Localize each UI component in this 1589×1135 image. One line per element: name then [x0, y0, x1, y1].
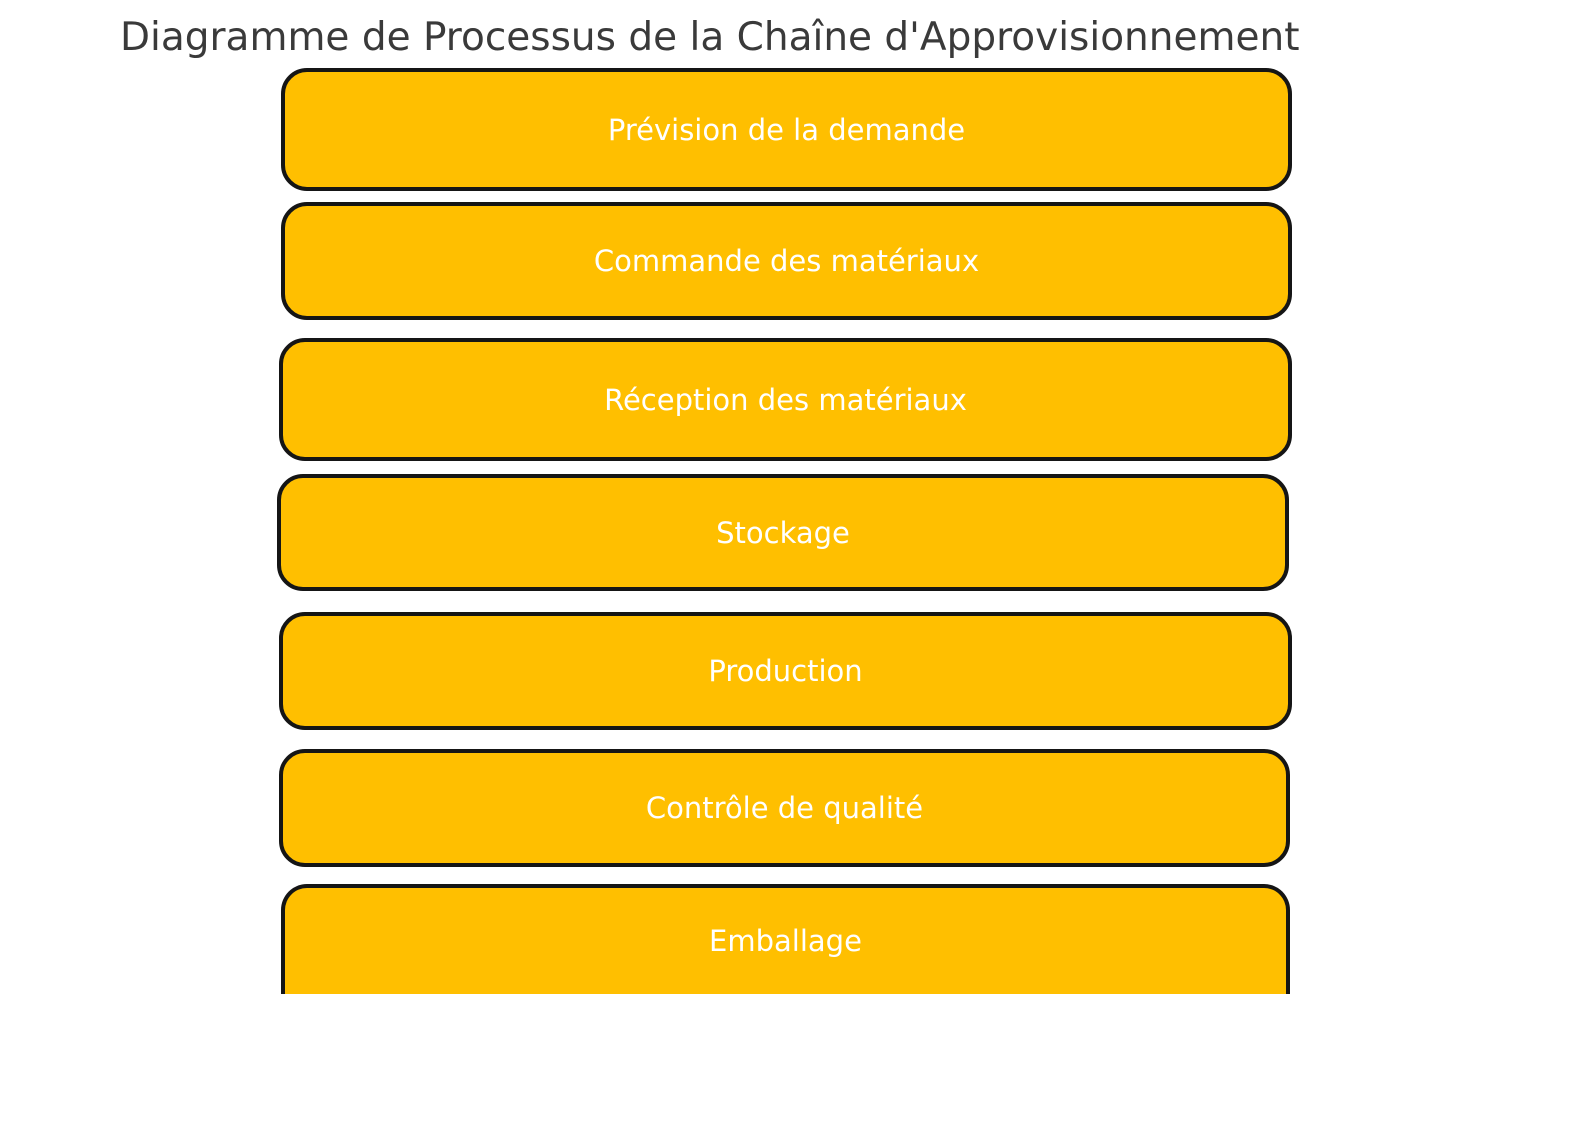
flow-node-label: Contrôle de qualité	[645, 791, 924, 825]
flow-node-label: Production	[708, 654, 863, 688]
flow-node-3[interactable]: Réception des matériaux	[279, 338, 1292, 461]
flow-node-label: Emballage	[709, 924, 862, 958]
flow-node-label: Stockage	[716, 515, 850, 550]
flow-node-7[interactable]: Emballage	[281, 884, 1290, 994]
flow-node-label: Prévision de la demande	[607, 112, 966, 147]
flow-node-4[interactable]: Stockage	[277, 474, 1289, 591]
flow-node-5[interactable]: Production	[279, 612, 1292, 730]
flow-node-label: Commande des matériaux	[593, 244, 980, 278]
flow-node-2[interactable]: Commande des matériaux	[281, 202, 1292, 320]
page-title: Diagramme de Processus de la Chaîne d'Ap…	[120, 15, 1300, 60]
flow-node-6[interactable]: Contrôle de qualité	[279, 749, 1290, 867]
flow-node-1[interactable]: Prévision de la demande	[281, 68, 1292, 191]
flow-node-label: Réception des matériaux	[604, 382, 967, 417]
